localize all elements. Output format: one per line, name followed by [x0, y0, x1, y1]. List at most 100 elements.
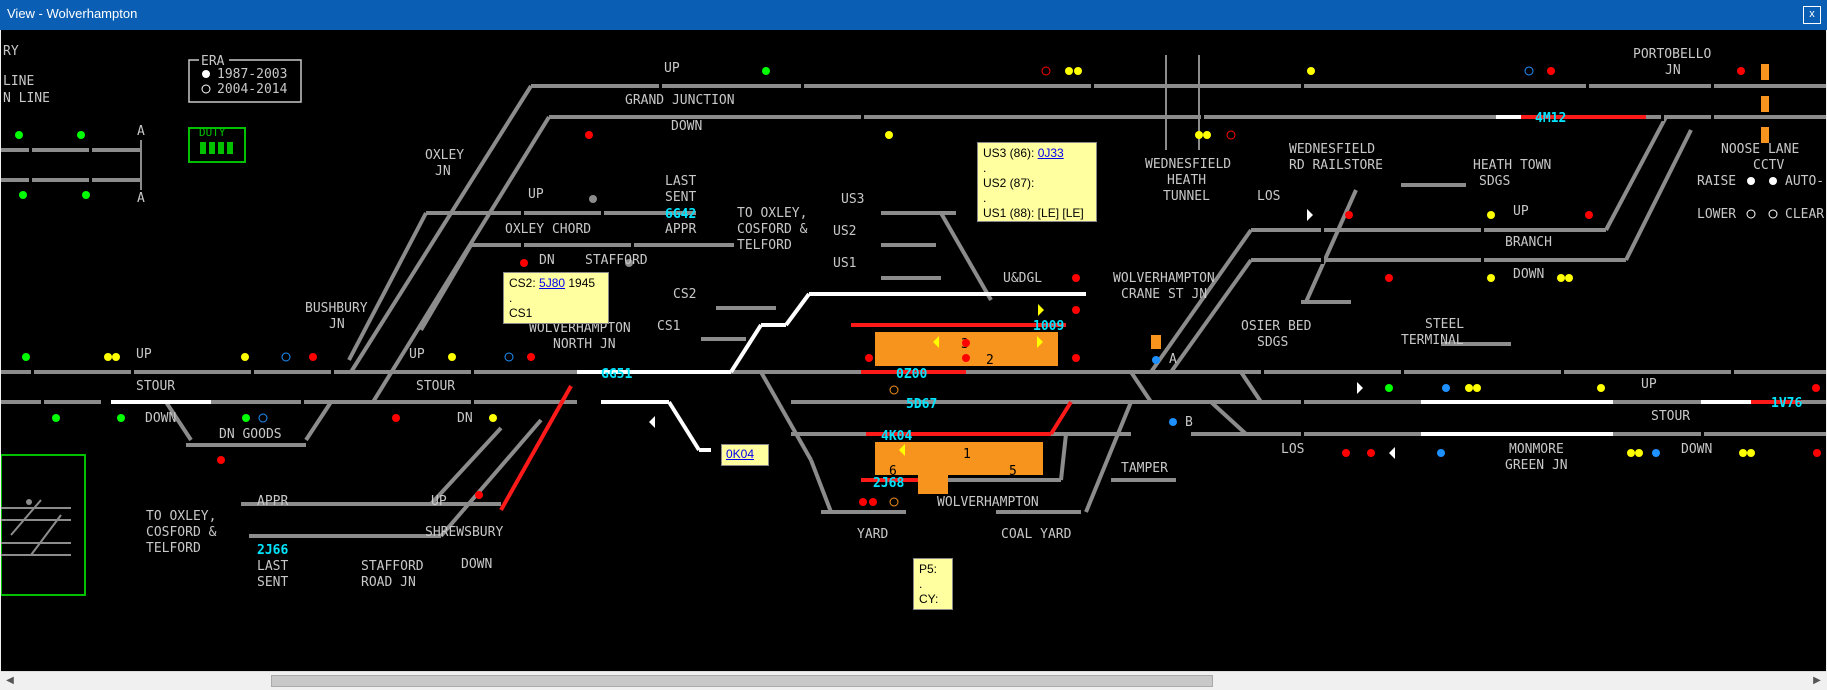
- berth-1009[interactable]: 1009: [1033, 319, 1064, 334]
- signal-off-icon[interactable]: [589, 195, 597, 203]
- popup-us3-link[interactable]: 0J33: [1037, 146, 1064, 160]
- close-icon[interactable]: x: [1803, 6, 1821, 24]
- signal-yellow-icon[interactable]: [241, 353, 249, 361]
- signal-yellow-icon[interactable]: [1627, 449, 1635, 457]
- signal-red-icon[interactable]: [1345, 211, 1353, 219]
- berth-2j68[interactable]: 2J68: [873, 476, 904, 491]
- signal-red-icon[interactable]: [217, 456, 225, 464]
- era-radio-2[interactable]: [201, 84, 211, 94]
- signal-yellow-icon[interactable]: [1203, 131, 1211, 139]
- signal-green-icon[interactable]: [52, 414, 60, 422]
- signal-red-icon[interactable]: [1547, 67, 1555, 75]
- signal-yellow-icon[interactable]: [1065, 67, 1073, 75]
- signal-green-icon[interactable]: [22, 353, 30, 361]
- era-selector[interactable]: ERA 1987-2003 2004-2014: [188, 54, 302, 103]
- signal-green-icon[interactable]: [117, 414, 125, 422]
- signal-blue-icon[interactable]: [1169, 418, 1177, 426]
- signal-yellow-icon[interactable]: [1487, 274, 1495, 282]
- platform-1-5-6[interactable]: [875, 442, 1043, 475]
- berth-gg51[interactable]: GG51: [601, 367, 632, 382]
- signal-amber-icon[interactable]: [889, 385, 899, 395]
- scroll-right-icon[interactable]: ▶: [1813, 675, 1821, 686]
- signal-yellow-icon[interactable]: [885, 131, 893, 139]
- signal-green-icon[interactable]: [762, 67, 770, 75]
- signals[interactable]: [15, 66, 1821, 507]
- signal-yellow-icon[interactable]: [1597, 384, 1605, 392]
- signal-green-icon[interactable]: [77, 131, 85, 139]
- signal-red-icon[interactable]: [865, 354, 873, 362]
- signal-yellow-icon[interactable]: [1074, 67, 1082, 75]
- signal-red-icon[interactable]: [962, 354, 970, 362]
- signal-red-icon[interactable]: [1072, 306, 1080, 314]
- berth-1v76[interactable]: 1V76: [1771, 396, 1802, 411]
- signal-yellow-icon[interactable]: [1565, 274, 1573, 282]
- lower-button[interactable]: [1746, 209, 1756, 219]
- horizontal-scrollbar[interactable]: ◀ ▶: [1, 671, 1826, 690]
- signal-red-icon[interactable]: [1342, 449, 1350, 457]
- signal-yellow-icon[interactable]: [1473, 384, 1481, 392]
- signal-green-icon[interactable]: [242, 414, 250, 422]
- berth-6g42[interactable]: 6G42: [665, 207, 696, 222]
- auto-button[interactable]: [1769, 177, 1777, 185]
- signal-red-icon[interactable]: [1041, 66, 1051, 76]
- scrollbar-thumb[interactable]: [271, 675, 1213, 687]
- popup-ok04-link[interactable]: 0K04: [726, 447, 755, 461]
- signal-blue-icon[interactable]: [1442, 384, 1450, 392]
- signal-amber-icon[interactable]: [889, 497, 899, 507]
- signal-yellow-icon[interactable]: [1635, 449, 1643, 457]
- signal-red-icon[interactable]: [527, 353, 535, 361]
- signal-red-icon[interactable]: [1737, 67, 1745, 75]
- signal-green-icon[interactable]: [1385, 384, 1393, 392]
- popup-cs2-link[interactable]: 5J80: [539, 276, 566, 290]
- signalling-diagram[interactable]: ERA 1987-2003 2004-2014 DUTY: [1, 30, 1826, 671]
- signal-blue-icon[interactable]: [1152, 356, 1160, 364]
- signal-yellow-icon[interactable]: [1557, 274, 1565, 282]
- signal-red-icon[interactable]: [962, 339, 970, 347]
- signal-yellow-icon[interactable]: [104, 353, 112, 361]
- berth-2j66[interactable]: 2J66: [257, 543, 288, 558]
- signal-blue-icon[interactable]: [1652, 449, 1660, 457]
- signal-yellow-icon[interactable]: [1465, 384, 1473, 392]
- signal-yellow-icon[interactable]: [1487, 211, 1495, 219]
- signal-red-icon[interactable]: [1072, 354, 1080, 362]
- berth-4m12[interactable]: 4M12: [1535, 111, 1566, 126]
- berth-0z00[interactable]: 0Z00: [896, 367, 927, 382]
- signal-red-icon[interactable]: [1812, 384, 1820, 392]
- signal-green-icon[interactable]: [15, 131, 23, 139]
- signal-red-icon[interactable]: [1226, 130, 1236, 140]
- signal-yellow-icon[interactable]: [489, 414, 497, 422]
- signal-green-icon[interactable]: [19, 191, 27, 199]
- signal-blue-icon[interactable]: [504, 352, 514, 362]
- raise-button[interactable]: [1747, 177, 1755, 185]
- signal-yellow-icon[interactable]: [1307, 67, 1315, 75]
- clear-button[interactable]: [1768, 209, 1778, 219]
- signal-red-icon[interactable]: [869, 498, 877, 506]
- signal-red-icon[interactable]: [520, 259, 528, 267]
- signal-blue-icon[interactable]: [258, 413, 268, 423]
- signal-green-icon[interactable]: [82, 191, 90, 199]
- signal-yellow-icon[interactable]: [1195, 131, 1203, 139]
- signal-red-icon[interactable]: [1367, 449, 1375, 457]
- berth-4k04[interactable]: 4K04: [881, 429, 912, 444]
- signal-yellow-icon[interactable]: [448, 353, 456, 361]
- signal-blue-icon[interactable]: [281, 352, 291, 362]
- signal-blue-icon[interactable]: [1437, 449, 1445, 457]
- era-radio-1[interactable]: [202, 70, 210, 78]
- signal-red-icon[interactable]: [475, 491, 483, 499]
- signal-red-icon[interactable]: [1072, 274, 1080, 282]
- signal-red-icon[interactable]: [1385, 274, 1393, 282]
- signal-yellow-icon[interactable]: [112, 353, 120, 361]
- signal-red-icon[interactable]: [585, 131, 593, 139]
- berth-5d67[interactable]: 5D67: [906, 397, 937, 412]
- signal-yellow-icon[interactable]: [1739, 449, 1747, 457]
- scroll-left-icon[interactable]: ◀: [6, 675, 14, 686]
- signal-blue-icon[interactable]: [1524, 66, 1534, 76]
- signal-yellow-icon[interactable]: [1747, 449, 1755, 457]
- signal-red-icon[interactable]: [859, 498, 867, 506]
- signal-red-icon[interactable]: [1813, 449, 1821, 457]
- cctv-controls[interactable]: [1746, 177, 1778, 219]
- signal-red-icon[interactable]: [309, 353, 317, 361]
- signal-off-icon[interactable]: [625, 259, 633, 267]
- duty-indicator[interactable]: DUTY: [188, 126, 246, 163]
- signal-red-icon[interactable]: [1585, 211, 1593, 219]
